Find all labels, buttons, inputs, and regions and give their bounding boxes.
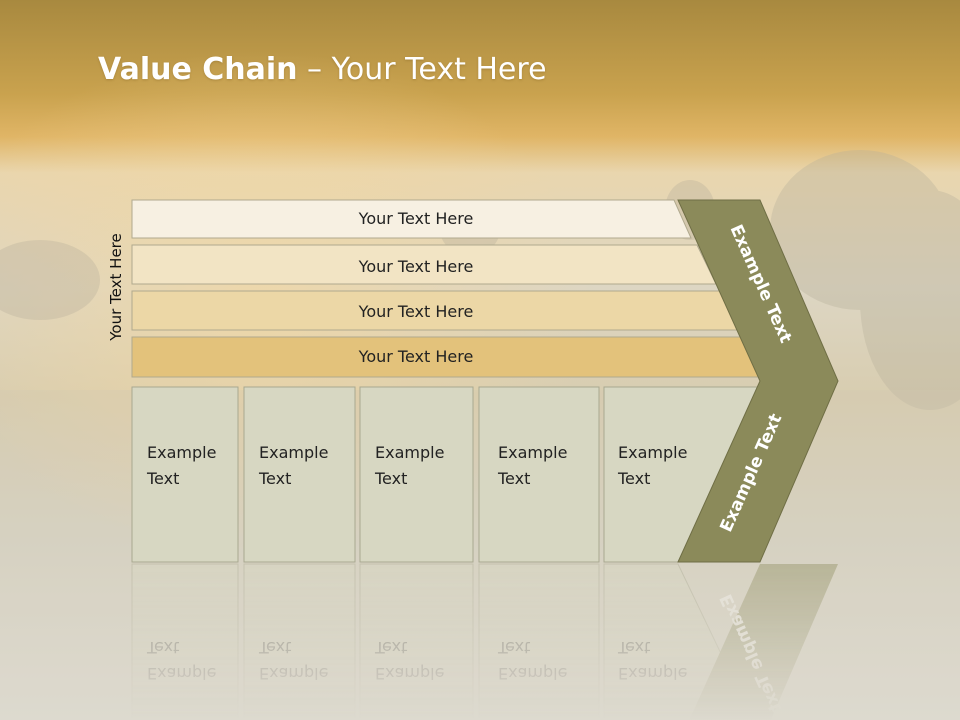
box-3-line1: Example xyxy=(498,443,567,462)
box-0-line2: Text xyxy=(146,469,179,488)
box-0-line1: Example xyxy=(147,443,216,462)
side-label-text: Your Text Here xyxy=(107,233,125,341)
bar-1-label: Your Text Here xyxy=(358,257,474,276)
bar-2-label: Your Text Here xyxy=(358,302,474,321)
box-0: Example Text xyxy=(131,386,239,563)
bar-2: Your Text Here xyxy=(131,290,740,331)
bar-1: Your Text Here xyxy=(131,244,717,285)
box-4-line2: Text xyxy=(617,469,650,488)
reflection-box-0-line1: Example xyxy=(147,664,216,683)
box-3-line2: Text xyxy=(497,469,530,488)
box-2-line2: Text xyxy=(374,469,407,488)
box-1-line2: Text xyxy=(258,469,291,488)
box-3-shape xyxy=(478,386,600,563)
box-4: Example Text xyxy=(603,386,763,563)
box-4-line1: Example xyxy=(618,443,687,462)
reflection-box-2-line2: Text xyxy=(374,638,407,657)
bar-0: Your Text Here xyxy=(131,199,692,239)
reflection-box-4-line1: Example xyxy=(618,664,687,683)
box-1-line1: Example xyxy=(259,443,328,462)
slide-title-bold: Value Chain xyxy=(98,52,298,87)
reflection-box-3-line1: Example xyxy=(498,664,567,683)
box-2: Example Text xyxy=(359,386,474,563)
chevron-shape xyxy=(677,199,839,563)
box-1-shape xyxy=(243,386,356,563)
box-0-shape xyxy=(131,386,239,563)
reflection-box-1-line1: Example xyxy=(259,664,328,683)
reflection-box-4-line2: Text xyxy=(617,638,650,657)
reflection-box-3-line2: Text xyxy=(497,638,530,657)
bar-3-label: Your Text Here xyxy=(358,347,474,366)
box-2-line1: Example xyxy=(375,443,444,462)
box-1: Example Text xyxy=(243,386,356,563)
bar-3: Your Text Here xyxy=(131,336,765,378)
slide-title: Value Chain – Your Text Here xyxy=(98,52,547,87)
bar-0-shape xyxy=(131,199,692,239)
reflection-box-2-line1: Example xyxy=(375,664,444,683)
reflection-box-0-line2: Text xyxy=(146,638,179,657)
diagram-reflection: Example Text Example Text Example Text E… xyxy=(131,563,838,720)
box-2-shape xyxy=(359,386,474,563)
reflection-box-1-line2: Text xyxy=(258,638,291,657)
box-3: Example Text xyxy=(478,386,600,563)
bar-0-label: Your Text Here xyxy=(358,209,474,228)
slide-title-rest: – Your Text Here xyxy=(297,52,547,87)
